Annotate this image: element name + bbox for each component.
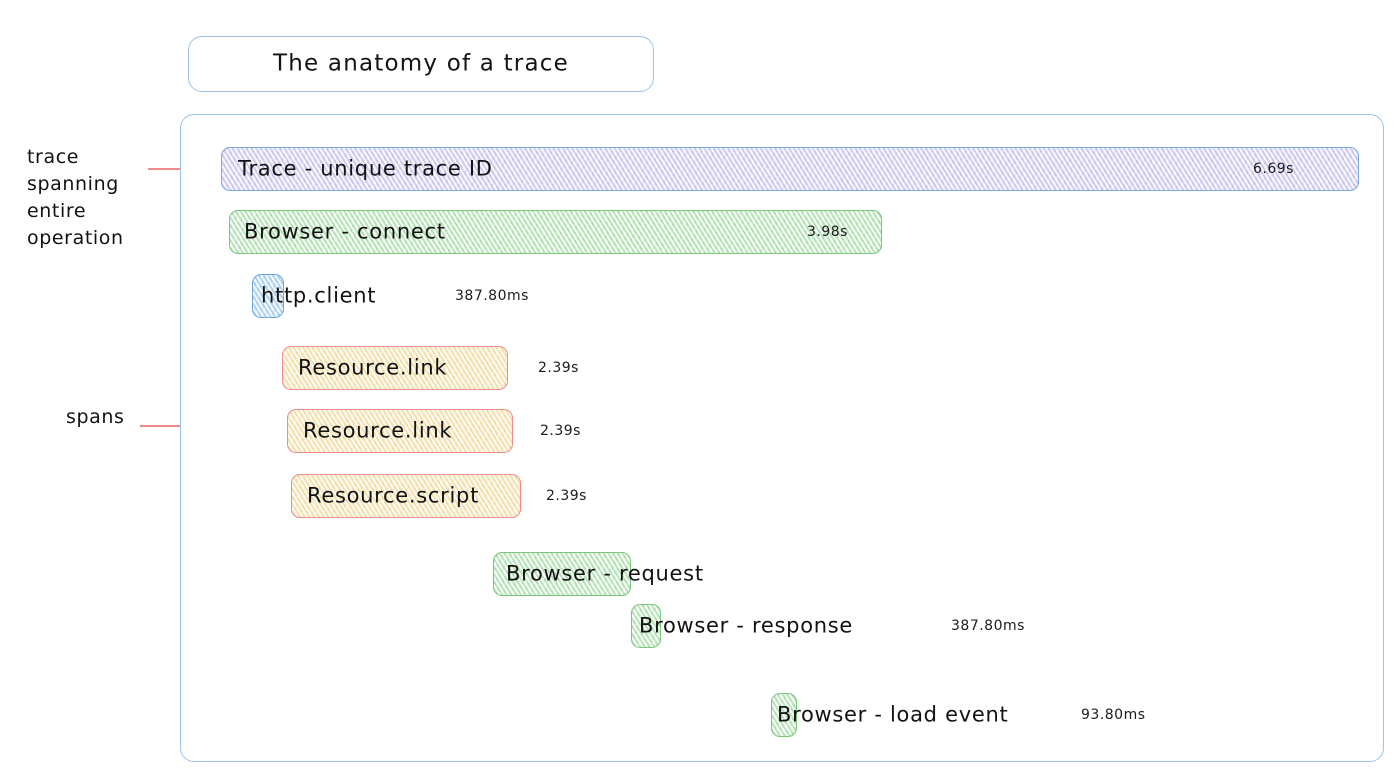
resource-link-1-bar-label: Resource.link <box>298 355 448 380</box>
browser-load-event-row: Browser - load event 93.80ms <box>771 693 1371 737</box>
browser-request-row: Browser - request <box>493 552 833 596</box>
trace-bar-label: Trace - unique trace ID <box>238 156 493 181</box>
browser-connect-row: Browser - connect 3.98s <box>229 210 884 254</box>
browser-request-bar[interactable] <box>493 552 631 596</box>
resource-link-2-bar-label: Resource.link <box>303 418 453 443</box>
http-client-bar[interactable] <box>252 274 284 318</box>
browser-load-event-bar-label: Browser - load event <box>777 702 1009 727</box>
http-client-bar-label: http.client <box>261 283 377 308</box>
resource-script-bar-duration: 2.39s <box>546 488 587 504</box>
annotation-trace-leader-line <box>148 168 192 170</box>
browser-connect-bar-label: Browser - connect <box>244 219 446 244</box>
browser-response-bar[interactable] <box>631 604 661 648</box>
browser-response-bar-label: Browser - response <box>639 613 854 638</box>
browser-request-bar-label: Browser - request <box>506 561 704 586</box>
browser-load-event-bar[interactable] <box>771 693 797 737</box>
resource-script-bar-label: Resource.script <box>307 483 479 508</box>
browser-connect-bar[interactable] <box>229 210 882 254</box>
page-title: The anatomy of a trace <box>273 50 569 77</box>
annotation-trace-label: trace spanning entire operation <box>27 146 124 249</box>
browser-response-bar-duration: 387.80ms <box>951 618 1025 634</box>
annotation-spans-label: spans <box>66 406 125 428</box>
browser-connect-bar-duration: 3.98s <box>807 224 848 240</box>
resource-link-2-bar-duration: 2.39s <box>540 423 581 439</box>
resource-script-bar[interactable] <box>291 474 521 518</box>
http-client-row: http.client 387.80ms <box>252 274 652 318</box>
diagram-title-box: The anatomy of a trace <box>188 36 654 92</box>
resource-link-1-bar-duration: 2.39s <box>538 360 579 376</box>
trace-row: Trace - unique trace ID 6.69s <box>221 147 1361 191</box>
trace-bar[interactable] <box>221 147 1359 191</box>
annotation-spans-leader-line <box>140 425 212 427</box>
resource-link-1-bar[interactable] <box>282 346 508 390</box>
browser-response-row: Browser - response 387.80ms <box>631 604 1231 648</box>
trace-bar-duration: 6.69s <box>1253 161 1294 177</box>
browser-load-event-bar-duration: 93.80ms <box>1081 707 1146 723</box>
resource-script-row: Resource.script 2.39s <box>291 474 721 518</box>
trace-waterfall-container: Trace - unique trace ID 6.69s Browser - … <box>180 114 1384 762</box>
resource-link-2-row: Resource.link 2.39s <box>287 409 707 453</box>
http-client-bar-duration: 387.80ms <box>455 288 529 304</box>
resource-link-1-row: Resource.link 2.39s <box>282 346 702 390</box>
resource-link-2-bar[interactable] <box>287 409 513 453</box>
